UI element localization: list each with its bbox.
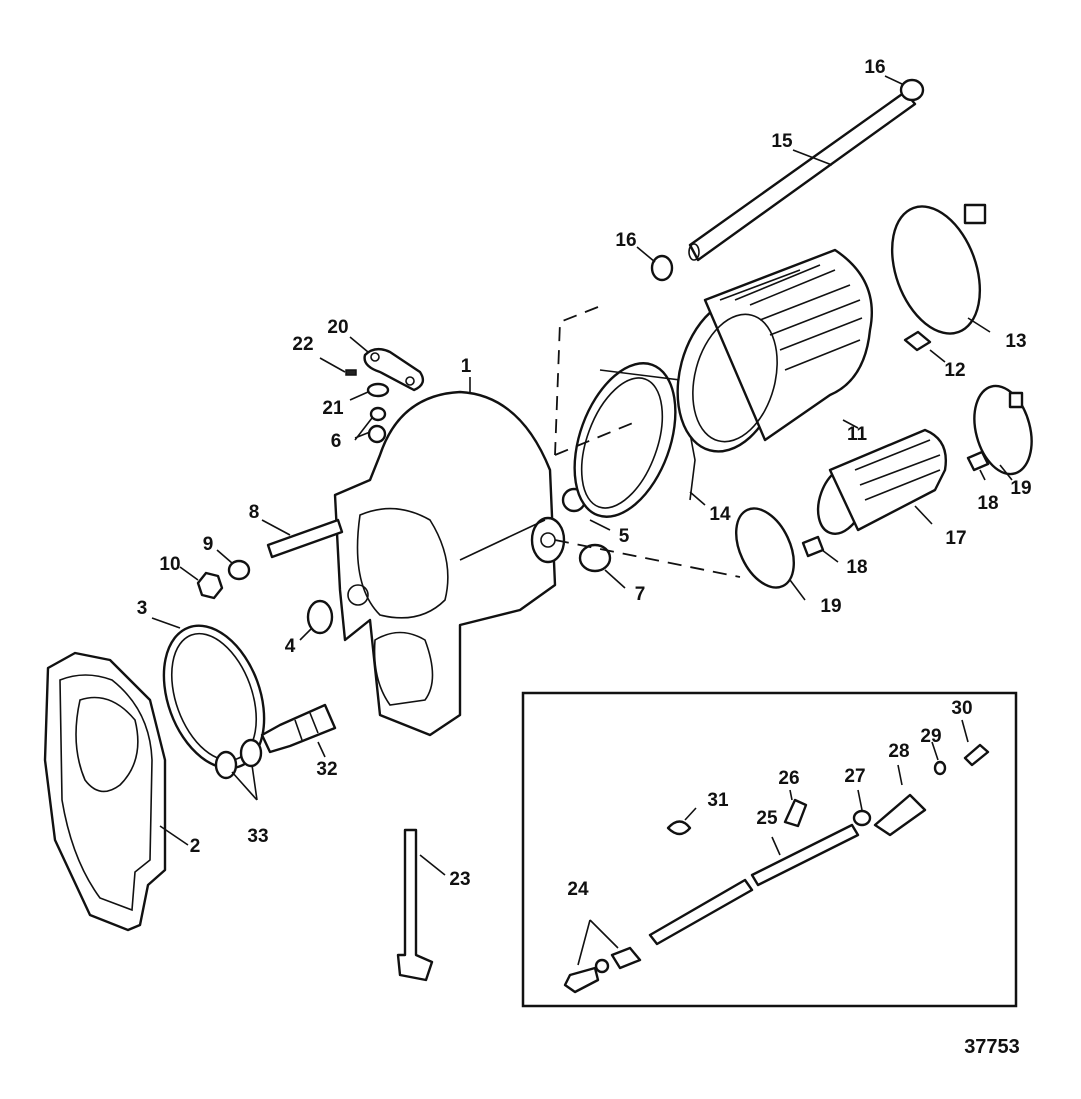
callout-29: 29 <box>920 726 941 747</box>
inset-fittings <box>563 743 990 994</box>
washer-part <box>227 559 251 581</box>
callout-25: 25 <box>756 808 778 829</box>
callout-23: 23 <box>449 869 470 890</box>
clip-part <box>903 330 932 352</box>
callout-1: 1 <box>461 356 472 377</box>
exhaust-bellows-part <box>676 248 873 453</box>
callout-33: 33 <box>247 826 268 847</box>
callout-2: 2 <box>190 836 201 857</box>
callout-17: 17 <box>945 528 966 549</box>
callout-5: 5 <box>619 526 630 547</box>
set-screw-part <box>345 369 357 376</box>
spacer-part <box>367 406 387 444</box>
large-clamp-part <box>890 203 987 335</box>
callout-16a: 16 <box>615 230 636 251</box>
seal-washer-part <box>578 543 612 573</box>
callout-10: 10 <box>159 554 180 575</box>
inset-box <box>521 691 1018 1008</box>
hose-clamp-part <box>650 254 674 282</box>
callout-15: 15 <box>771 131 793 152</box>
callout-22: 22 <box>292 334 313 355</box>
callout-18b: 18 <box>846 557 867 578</box>
callouts: 1 2 3 4 5 6 7 8 9 10 11 12 13 14 15 16 1… <box>137 57 1032 900</box>
callout-3: 3 <box>137 598 148 619</box>
callout-19a: 19 <box>1010 478 1031 499</box>
o-ring-part <box>162 624 266 770</box>
shift-cable-bellows-part <box>816 428 947 535</box>
callout-7: 7 <box>635 584 646 605</box>
clamp-part <box>973 384 1033 476</box>
clip-part <box>966 450 990 472</box>
callout-28: 28 <box>888 741 909 762</box>
callout-19b: 19 <box>820 596 841 617</box>
callout-30: 30 <box>951 698 972 719</box>
callout-12: 12 <box>944 360 965 381</box>
callout-27: 27 <box>844 766 865 787</box>
exhaust-tube-part <box>573 362 696 518</box>
bell-housing-part <box>333 390 566 737</box>
clamp-part <box>735 507 795 589</box>
callout-26: 26 <box>778 768 799 789</box>
callout-11: 11 <box>847 424 868 445</box>
stud-part <box>266 518 344 559</box>
figure-number: 37753 <box>964 1036 1020 1058</box>
callout-4: 4 <box>285 636 296 657</box>
sealing-washer-part <box>239 738 263 768</box>
callout-14: 14 <box>709 504 731 525</box>
sealing-washer-part <box>214 750 238 780</box>
hose-clamp-part <box>899 78 925 102</box>
callout-20: 20 <box>327 317 348 338</box>
water-hose-part <box>688 90 917 262</box>
callout-8: 8 <box>249 502 260 523</box>
callout-6: 6 <box>331 431 342 452</box>
callout-9: 9 <box>203 534 214 555</box>
callout-16b: 16 <box>864 57 885 78</box>
clip-part <box>801 535 825 558</box>
flat-washer-part <box>366 382 390 398</box>
callout-31: 31 <box>707 790 729 811</box>
drain-tube-part <box>396 828 434 982</box>
leader-lines <box>151 75 1013 966</box>
callout-13: 13 <box>1005 331 1026 352</box>
bracket-part <box>363 347 425 392</box>
callout-24: 24 <box>567 879 589 900</box>
callout-32: 32 <box>316 759 337 780</box>
nut-part <box>196 571 224 600</box>
callout-18a: 18 <box>977 493 998 514</box>
sensor-part <box>260 703 337 754</box>
gasket-part <box>43 651 167 932</box>
alignment-lines <box>554 306 741 578</box>
small-o-ring-part <box>306 599 334 635</box>
callout-21: 21 <box>322 398 344 419</box>
